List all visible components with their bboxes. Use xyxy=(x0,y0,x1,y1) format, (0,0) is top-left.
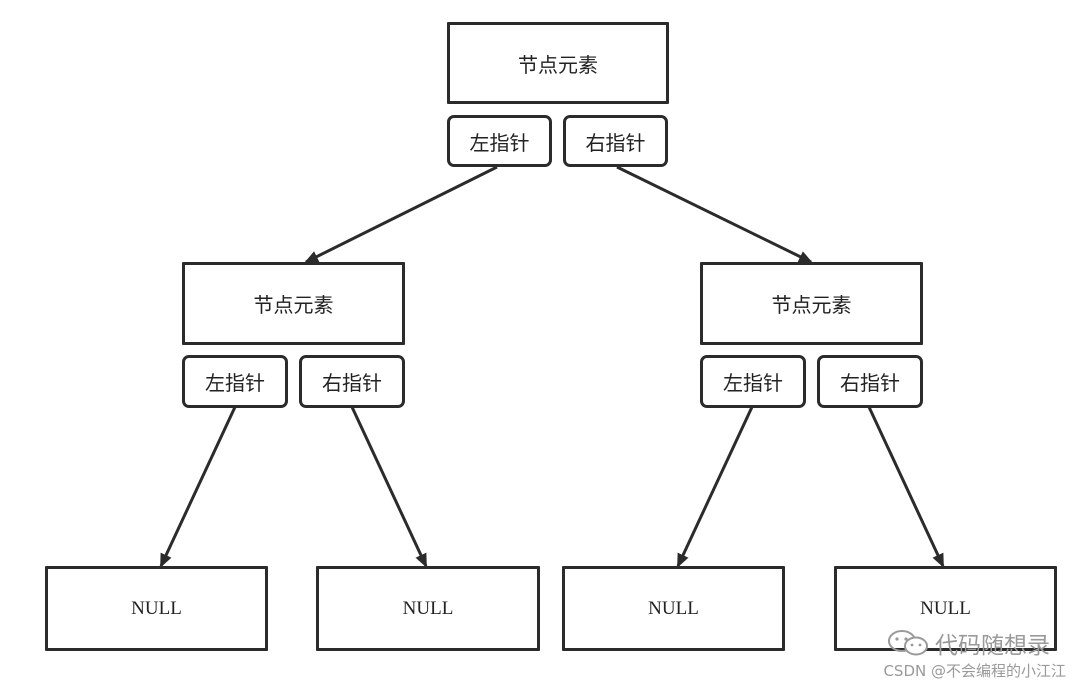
left-child-node-element-label: 节点元素 xyxy=(253,293,334,317)
left-child-node-element: 节点元素 xyxy=(182,262,405,345)
root-right-pointer-label: 右指针 xyxy=(585,130,646,155)
edge-root-right xyxy=(616,165,813,264)
edge-root-left xyxy=(304,165,498,264)
edge-right-right xyxy=(867,406,945,568)
root-left-pointer-label: 左指针 xyxy=(469,130,530,155)
right-child-right-pointer: 右指针 xyxy=(817,355,923,408)
null-leaf-4: NULL xyxy=(834,566,1057,651)
watermark-credit: CSDN @不会编程的小江江 xyxy=(883,662,1066,680)
right-child-right-pointer-label: 右指针 xyxy=(840,371,900,395)
root-node-element: 节点元素 xyxy=(447,22,669,104)
null-leaf-4-label: NULL xyxy=(920,597,971,619)
null-leaf-3-label: NULL xyxy=(648,597,699,619)
edge-left-left xyxy=(159,406,237,568)
right-child-node-element: 节点元素 xyxy=(700,262,923,345)
null-leaf-2: NULL xyxy=(316,566,540,651)
left-child-right-pointer-label: 右指针 xyxy=(322,371,382,395)
null-leaf-1: NULL xyxy=(45,566,268,651)
left-child-left-pointer: 左指针 xyxy=(182,355,288,408)
edge-left-right xyxy=(350,406,428,568)
null-leaf-2-label: NULL xyxy=(402,597,454,619)
root-left-pointer: 左指针 xyxy=(447,115,552,167)
null-leaf-1-label: NULL xyxy=(131,597,182,619)
watermark-account-label: 代码随想录 xyxy=(935,633,1050,659)
wechat-icon xyxy=(887,629,931,657)
left-child-left-pointer-label: 左指针 xyxy=(205,371,265,395)
left-child-right-pointer: 右指针 xyxy=(299,355,405,408)
watermark-account: 代码随想录 xyxy=(887,626,1050,660)
null-leaf-3: NULL xyxy=(562,566,785,651)
edge-right-left xyxy=(676,406,754,568)
right-child-left-pointer: 左指针 xyxy=(700,355,806,408)
right-child-node-element-label: 节点元素 xyxy=(771,293,852,317)
root-node-element-label: 节点元素 xyxy=(518,52,598,77)
root-right-pointer: 右指针 xyxy=(563,115,668,167)
right-child-left-pointer-label: 左指针 xyxy=(723,371,783,395)
